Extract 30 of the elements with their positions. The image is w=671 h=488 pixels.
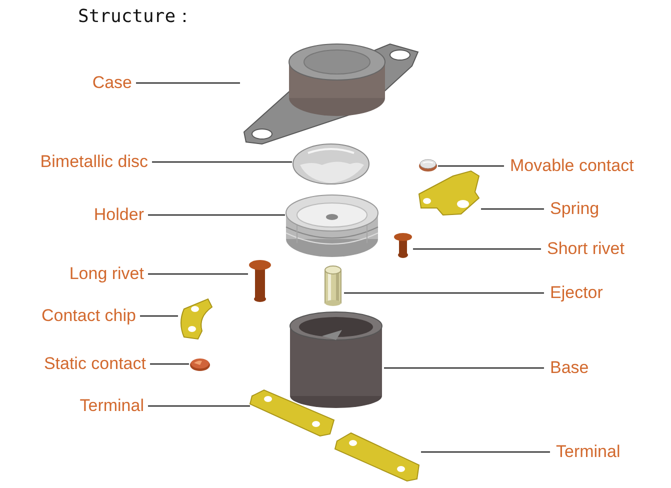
ejector-drawing [322, 265, 344, 307]
part-label: Case [92, 73, 132, 93]
leader-line [148, 214, 286, 216]
part-label: Terminal [556, 442, 620, 462]
part-label: Spring [550, 199, 600, 219]
leader-line [344, 292, 544, 294]
part-label: Ejector [550, 283, 603, 303]
rivet-drawing [393, 232, 413, 259]
part-label: Terminal [80, 396, 144, 416]
disc-drawing [292, 143, 370, 186]
rivet-drawing [248, 260, 272, 303]
leader-line [480, 208, 544, 210]
part-label: Long rivet [69, 264, 144, 284]
leader-line [136, 82, 240, 84]
part-label: Movable contact [510, 156, 634, 176]
contact-drawing [418, 158, 438, 172]
contact-drawing [189, 357, 212, 372]
title: Structure： [78, 5, 194, 28]
holder-drawing [285, 193, 379, 259]
terminal-drawing [335, 433, 421, 481]
part-label: Contact chip [42, 306, 136, 326]
base-drawing [288, 310, 384, 410]
leader-line [412, 248, 542, 250]
terminal-drawing [250, 390, 336, 436]
chip-drawing [178, 297, 214, 341]
part-label: Base [550, 358, 589, 378]
part-label: Holder [94, 205, 144, 225]
part-label: Bimetallic disc [40, 152, 148, 172]
part-label: Static contact [44, 354, 146, 374]
part-label: Short rivet [547, 239, 624, 259]
